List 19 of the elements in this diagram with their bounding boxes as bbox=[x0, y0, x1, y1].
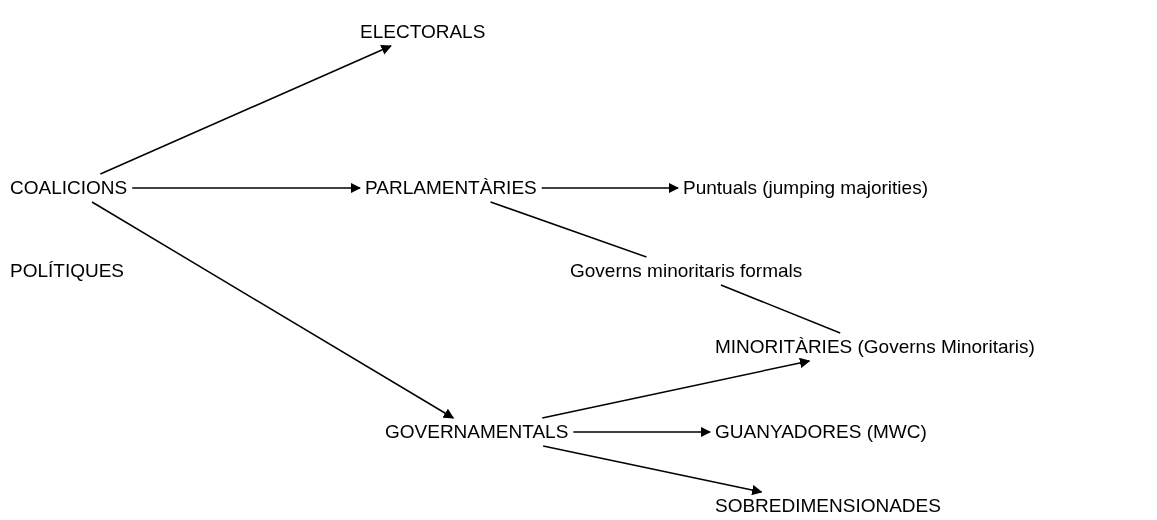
node-label: MINORITÀRIES (Governs Minoritaris) bbox=[710, 333, 1040, 361]
arrow bbox=[542, 445, 763, 496]
arrow bbox=[131, 182, 362, 194]
node-label: Governs minoritaris formals bbox=[565, 257, 808, 285]
arrow bbox=[541, 182, 680, 194]
text-label: POLÍTIQUES bbox=[10, 260, 125, 282]
node-label: Puntuals (jumping majorities) bbox=[678, 174, 933, 202]
arrow bbox=[91, 201, 455, 419]
node-label: GUANYADORES (MWC) bbox=[710, 418, 932, 446]
connector-line bbox=[720, 284, 841, 334]
node-label: GOVERNAMENTALS bbox=[380, 418, 574, 446]
arrow bbox=[572, 426, 712, 438]
connector-line bbox=[489, 201, 648, 258]
node-label: PARLAMENTÀRIES bbox=[360, 174, 542, 202]
arrow bbox=[541, 357, 811, 419]
arrow bbox=[99, 45, 392, 175]
node-label: SOBREDIMENSIONADES bbox=[710, 492, 946, 520]
node-label: ELECTORALS bbox=[355, 18, 491, 46]
node-label: COALICIONS bbox=[5, 174, 133, 202]
